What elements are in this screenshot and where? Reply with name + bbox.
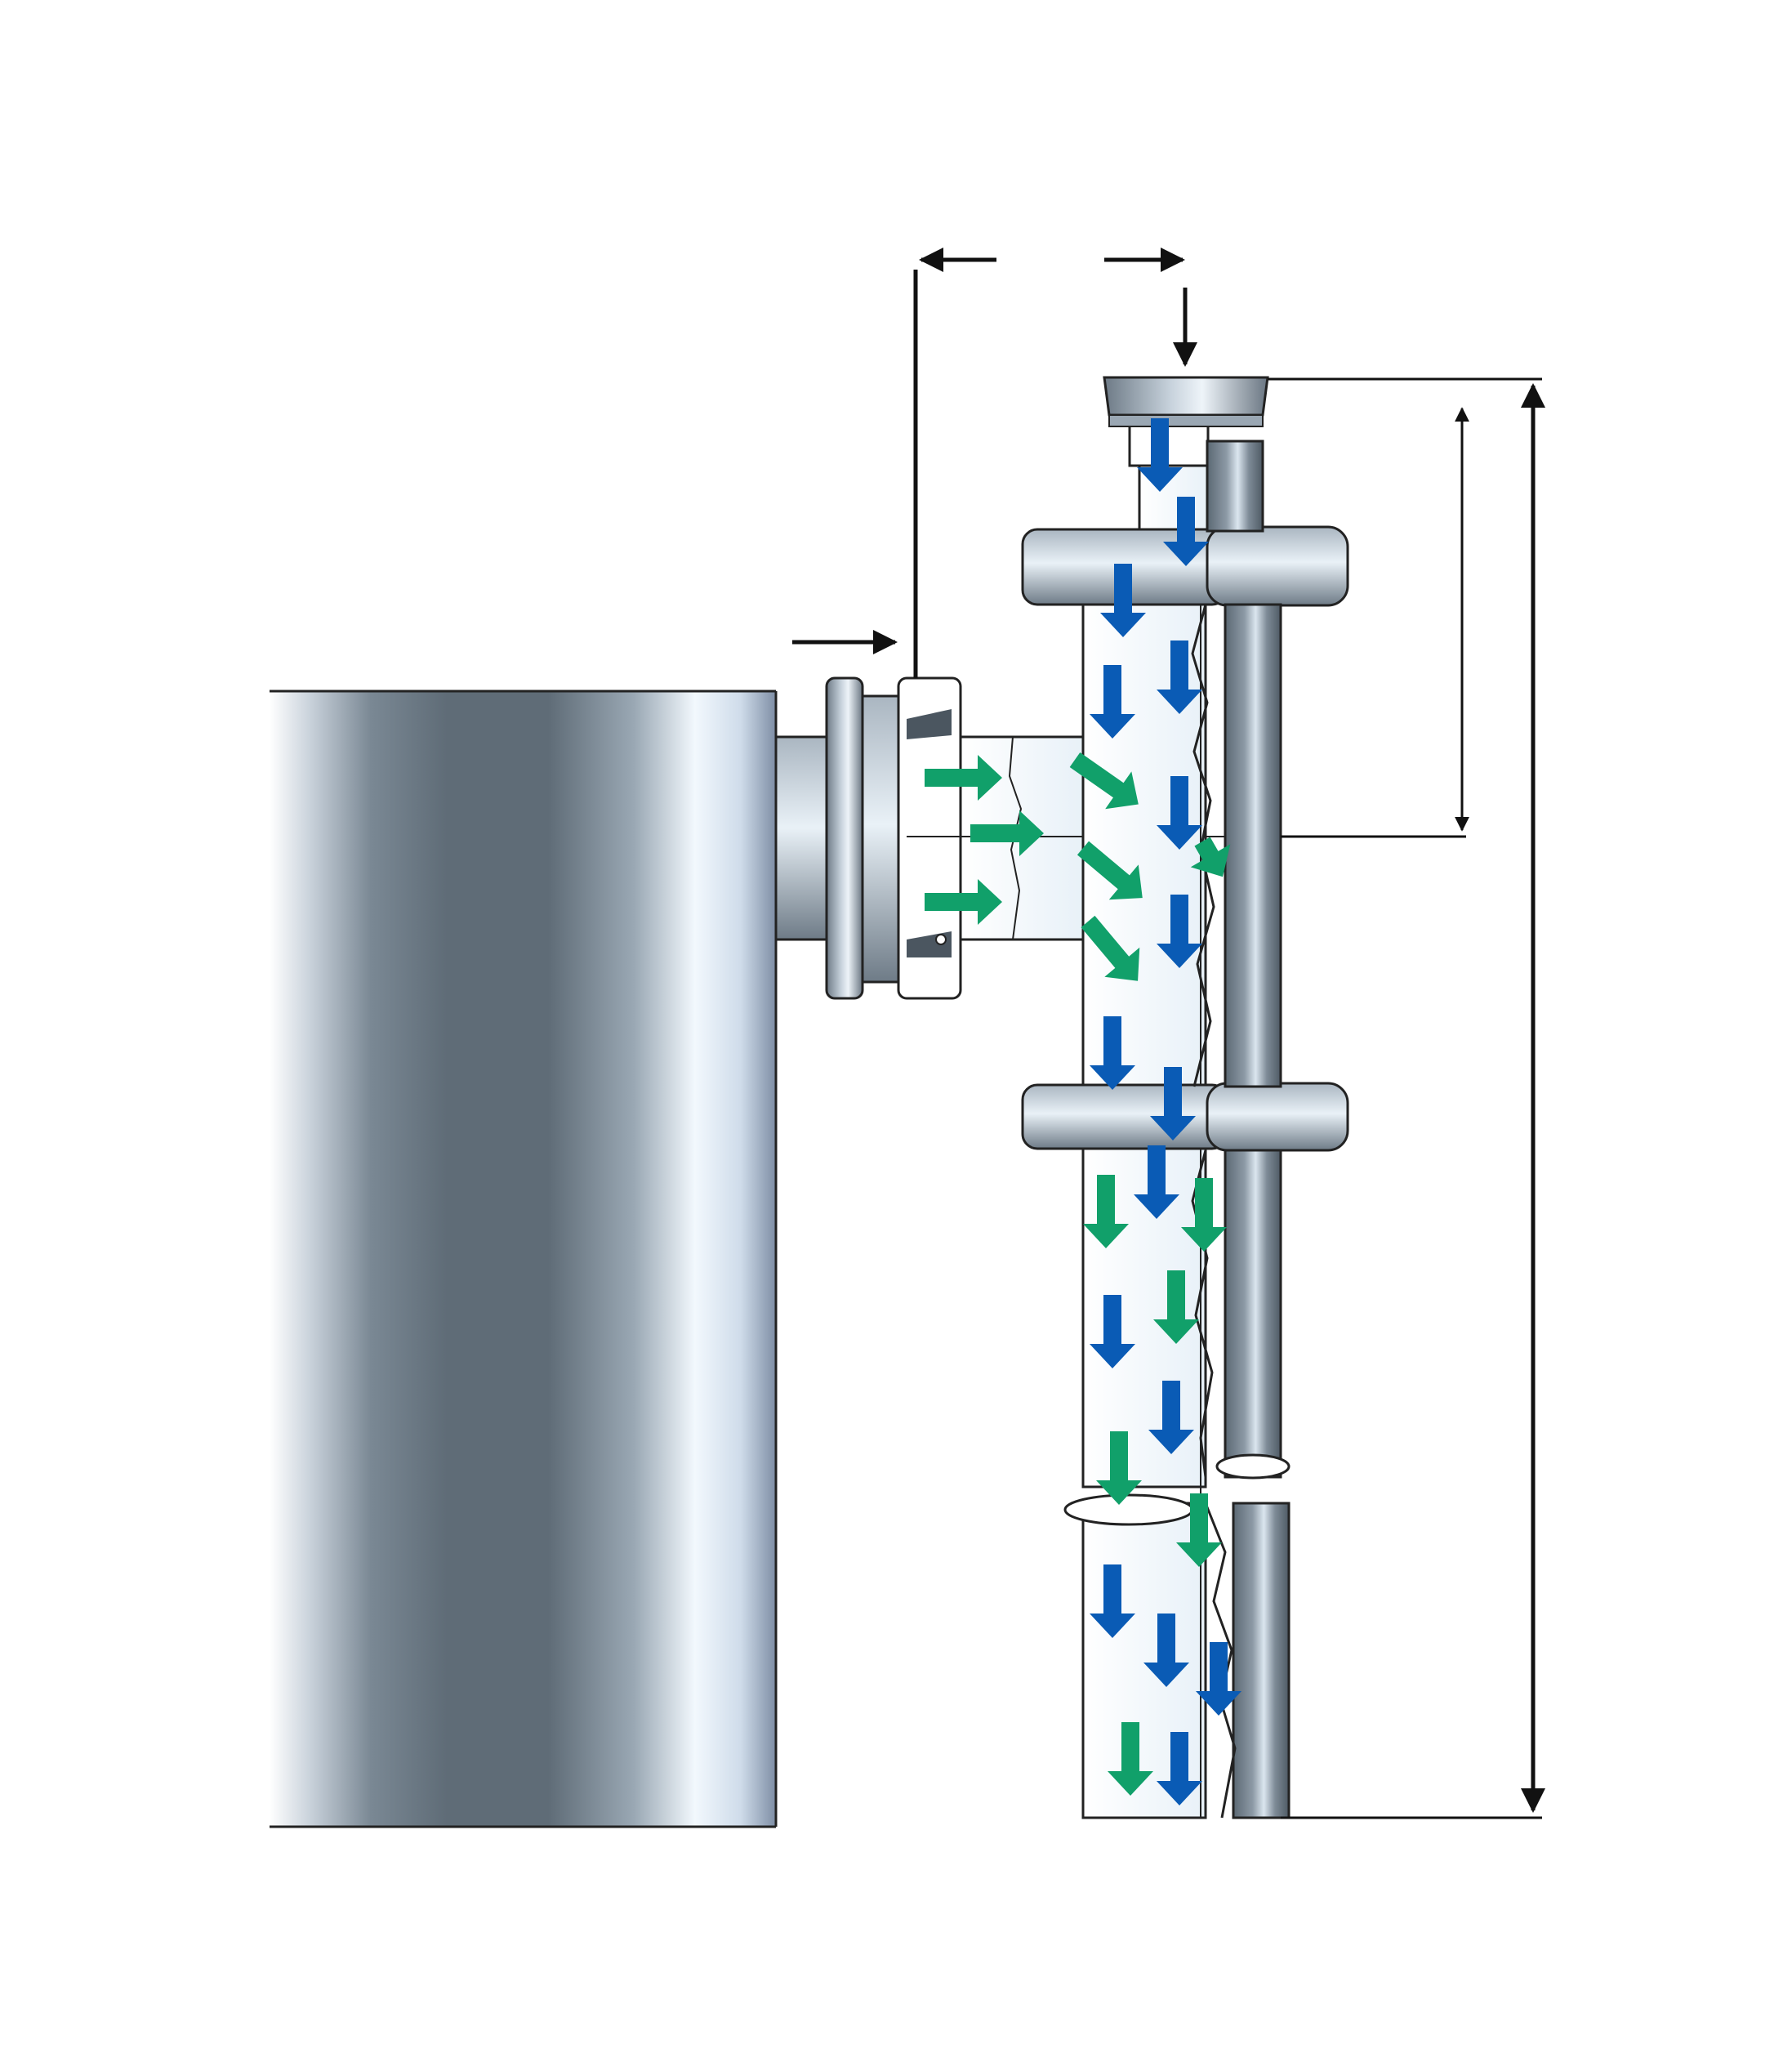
green-flow-arrow bbox=[1190, 837, 1231, 877]
blue-flow-arrow bbox=[1157, 776, 1202, 850]
blue-flow-arrow bbox=[1090, 1564, 1135, 1638]
blue-flow-arrow bbox=[1100, 564, 1146, 637]
green-flow-arrow bbox=[1069, 752, 1139, 810]
blue-flow-arrow bbox=[1196, 1642, 1241, 1716]
green-flow-arrow bbox=[1083, 1175, 1129, 1248]
blue-flow-arrow bbox=[1143, 1614, 1189, 1687]
green-flow-arrow bbox=[1181, 1178, 1227, 1252]
blue-flow-arrow bbox=[1163, 497, 1209, 566]
top-nut bbox=[1103, 376, 1269, 427]
green-flow-arrow bbox=[1077, 841, 1143, 900]
green-flow-arrow bbox=[925, 879, 1002, 925]
blue-flow-arrow bbox=[1157, 1732, 1202, 1805]
green-flow-arrow bbox=[1108, 1722, 1153, 1796]
sensor-rod bbox=[1191, 440, 1291, 1819]
flow-arrows bbox=[925, 418, 1241, 1805]
blue-flow-arrow bbox=[1137, 418, 1183, 492]
blue-flow-arrow bbox=[1090, 1016, 1135, 1090]
vessel bbox=[270, 690, 778, 1828]
blue-flow-arrow bbox=[1090, 665, 1135, 739]
blue-flow-arrow bbox=[1148, 1381, 1194, 1454]
green-flow-arrow bbox=[1176, 1493, 1222, 1567]
green-flow-arrow bbox=[1081, 915, 1140, 981]
blue-flow-arrow bbox=[1134, 1145, 1179, 1219]
green-flow-arrow bbox=[925, 755, 1002, 801]
blue-flow-arrow bbox=[1157, 895, 1202, 968]
blue-flow-arrow bbox=[1150, 1067, 1196, 1140]
green-flow-arrow bbox=[970, 810, 1044, 856]
side-nozzle-clamp bbox=[774, 676, 962, 1000]
dimension-lines bbox=[792, 248, 1545, 1819]
green-flow-arrow bbox=[1096, 1431, 1142, 1505]
green-flow-arrow bbox=[1153, 1270, 1199, 1344]
blue-flow-arrow bbox=[1157, 640, 1202, 714]
blue-flow-arrow bbox=[1090, 1295, 1135, 1368]
